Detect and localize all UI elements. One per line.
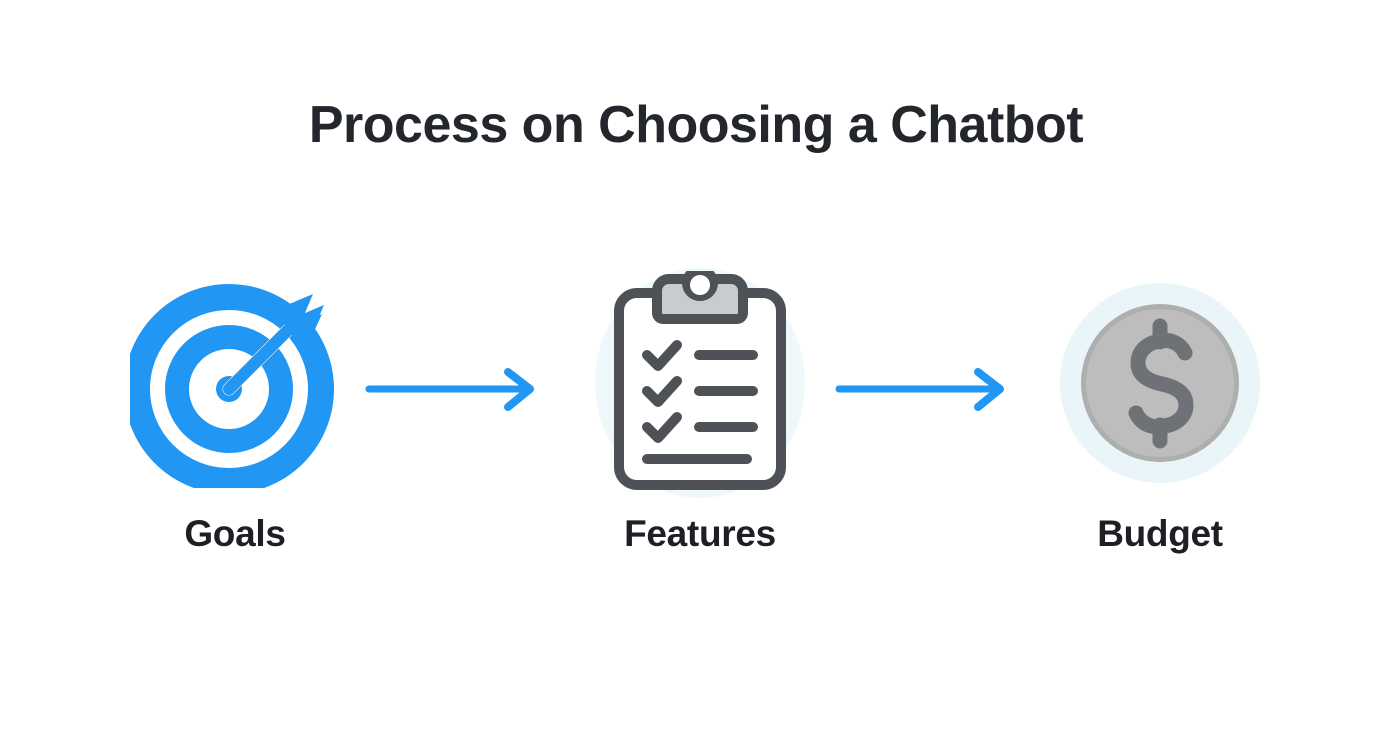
budget-icon-wrap	[1030, 268, 1290, 498]
flow-step-features[interactable]: Features	[570, 268, 830, 556]
arrow-right-icon	[835, 368, 1004, 411]
goals-icon-wrap	[105, 268, 365, 498]
target-arrow-icon	[130, 284, 334, 488]
dollar-coin-icon	[1081, 304, 1239, 462]
flow-step-label-budget: Budget	[1097, 513, 1223, 554]
flow-step-label-features: Features	[624, 513, 776, 554]
features-icon-wrap	[570, 268, 830, 498]
arrow-goals-to-features	[365, 366, 545, 412]
flow-step-label-goals: Goals	[184, 513, 286, 554]
page-title: Process on Choosing a Chatbot	[308, 96, 1084, 154]
arrow-right-icon	[365, 368, 534, 411]
flow-step-goals[interactable]: Goals	[105, 268, 365, 556]
flow-step-budget[interactable]: Budget	[1030, 268, 1290, 556]
clipboard-checklist-icon	[614, 271, 786, 490]
arrow-features-to-budget	[835, 366, 1015, 412]
process-flow: Goals	[0, 268, 1392, 588]
